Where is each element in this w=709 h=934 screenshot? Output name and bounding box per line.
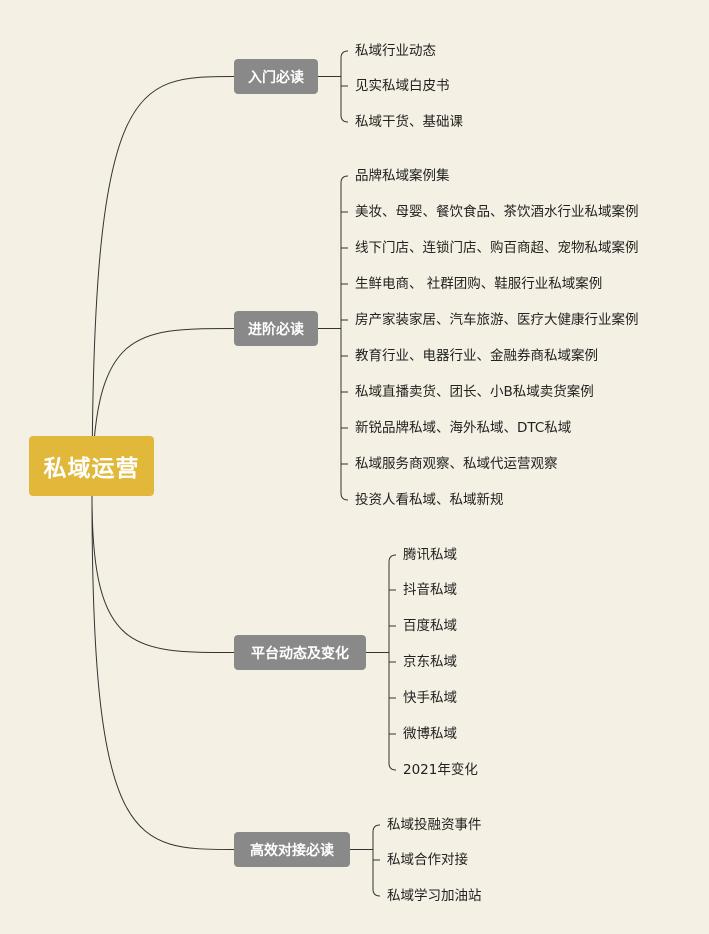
leaf-item: 投资人看私域、私域新规 <box>355 492 504 508</box>
leaf-item: 京东私域 <box>403 654 457 670</box>
branch-node-4: 高效对接必读 <box>234 832 350 867</box>
leaf-item: 私域合作对接 <box>387 852 468 868</box>
branch-connector <box>91 496 235 653</box>
leaf-item: 抖音私域 <box>403 582 457 598</box>
leaf-item: 教育行业、电器行业、金融券商私域案例 <box>355 348 598 364</box>
leaf-item: 腾讯私域 <box>403 547 457 563</box>
leaf-item: 私域直播卖货、团长、小B私域卖货案例 <box>355 384 594 400</box>
leaf-item: 私域投融资事件 <box>387 817 482 833</box>
branch-node-2: 进阶必读 <box>234 311 318 346</box>
leaf-item: 美妆、母婴、餐饮食品、茶饮酒水行业私域案例 <box>355 204 639 220</box>
leaf-item: 房产家装家居、汽车旅游、医疗大健康行业案例 <box>355 312 639 328</box>
leaf-item: 线下门店、连锁门店、购百商超、宠物私域案例 <box>355 240 639 256</box>
branch-node-1: 入门必读 <box>234 59 318 94</box>
branch-node-3: 平台动态及变化 <box>234 635 366 670</box>
leaf-item: 快手私域 <box>403 690 457 706</box>
leaf-item: 新锐品牌私域、海外私域、DTC私域 <box>355 420 572 436</box>
leaf-item: 百度私域 <box>403 618 457 634</box>
leaf-item: 见实私域白皮书 <box>355 78 450 94</box>
leaf-item: 生鲜电商、 社群团购、鞋服行业私域案例 <box>355 276 603 292</box>
leaf-item: 2021年变化 <box>403 762 478 778</box>
leaf-item: 私域行业动态 <box>355 43 436 59</box>
leaf-item: 私域学习加油站 <box>387 888 482 904</box>
branch-connector <box>91 496 235 850</box>
leaf-item: 私域干货、基础课 <box>355 114 463 130</box>
leaf-item: 微博私域 <box>403 726 457 742</box>
root-node: 私域运营 <box>29 436 154 496</box>
leaf-item: 私域服务商观察、私域代运营观察 <box>355 456 558 472</box>
leaf-item: 品牌私域案例集 <box>355 168 450 184</box>
branch-connector <box>91 76 235 498</box>
